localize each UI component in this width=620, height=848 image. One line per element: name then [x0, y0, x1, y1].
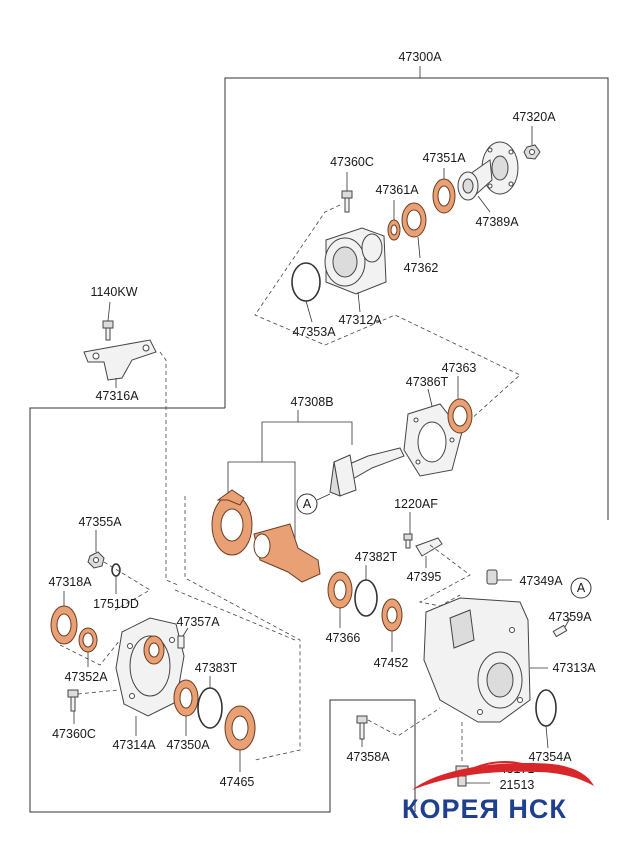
label-1751DD: 1751DD — [93, 597, 139, 611]
label-47358A: 47358A — [346, 750, 390, 764]
seal-dashed-line — [59, 639, 121, 666]
label-47355A: 47355A — [78, 515, 122, 529]
seal-47366 — [327, 571, 353, 628]
assembly-frame — [29, 66, 609, 813]
bolt-1220AF — [403, 512, 413, 549]
bolt-1140KW — [102, 301, 114, 341]
label-47357A: 47357A — [176, 615, 220, 629]
label-47352A: 47352A — [64, 670, 108, 684]
flange-47389A — [457, 141, 519, 213]
seal-47318A — [50, 591, 78, 645]
differential-case — [253, 523, 321, 583]
bearing-47362 — [401, 202, 427, 259]
bracket-47308B — [227, 410, 353, 540]
label-47312A: 47312A — [338, 313, 382, 327]
seal-47452 — [381, 598, 403, 652]
label-a-right: A — [577, 581, 586, 595]
watermark-text: КОРЕЯ НСК — [402, 794, 567, 824]
label-47465: 47465 — [220, 775, 255, 789]
bolt-dashed-line — [367, 707, 441, 737]
label-47361A: 47361A — [375, 183, 419, 197]
label-47382T: 47382T — [355, 550, 398, 564]
label-47314A: 47314A — [112, 738, 156, 752]
carrier-47312A — [324, 227, 387, 313]
label-47351A: 47351A — [422, 151, 466, 165]
pinion-gear — [329, 447, 405, 497]
label-47383T: 47383T — [195, 661, 238, 675]
label-47313A: 47313A — [552, 661, 596, 675]
bolt-47360C-top — [341, 172, 353, 213]
bearing-47352A — [78, 627, 98, 667]
label-47353A: 47353A — [292, 325, 336, 339]
ref-circle-a-top — [296, 493, 331, 515]
housing-47313A — [423, 597, 548, 723]
spacer-47361A — [387, 200, 401, 241]
pin-47359A — [552, 617, 571, 638]
label-47320A: 47320A — [512, 110, 556, 124]
o-ring-47382T — [354, 565, 378, 617]
label-47354A: 47354A — [528, 750, 572, 764]
breather-47395 — [415, 537, 443, 568]
plug-47349A — [486, 569, 512, 585]
label-47318A: 47318A — [48, 575, 92, 589]
label-47360C-bottom: 47360C — [52, 727, 96, 741]
oil-seal-47351A — [432, 168, 456, 214]
bolt-47360C-bottom — [67, 689, 79, 724]
diff-dashed-group — [184, 496, 301, 761]
diff-dashed-link — [174, 589, 296, 641]
label-47300A: 47300A — [398, 50, 442, 64]
o-ring-47383T — [197, 676, 223, 729]
seal-47465 — [224, 705, 256, 772]
label-47360C-top: 47360C — [330, 155, 374, 169]
label-a-top: A — [303, 497, 312, 511]
part-labels: 47300A 47320A 47360C 47351A 47361A 47389… — [48, 50, 596, 792]
upper-dashed-group — [254, 204, 521, 421]
bearing-47363 — [447, 376, 473, 434]
label-47395: 47395 — [407, 570, 442, 584]
gasket-47386T — [403, 388, 463, 477]
nut-47320A — [523, 126, 541, 160]
label-1140KW: 1140KW — [90, 285, 137, 299]
label-47359A: 47359A — [548, 610, 592, 624]
label-1220AF: 1220AF — [394, 497, 438, 511]
label-47363: 47363 — [442, 361, 477, 375]
label-47308B: 47308B — [290, 395, 333, 409]
cover-47314A — [115, 617, 185, 736]
label-47349A: 47349A — [519, 574, 563, 588]
ring-gear — [211, 489, 253, 556]
label-47389A: 47389A — [475, 215, 519, 229]
seal-47350A — [173, 679, 199, 736]
bolt-bottom-dashed-line — [77, 689, 119, 695]
bolt-47358A — [356, 715, 368, 747]
o-ring-47353A — [291, 262, 321, 323]
label-47386T: 47386T — [406, 375, 449, 389]
watermark-car-swoosh — [412, 763, 594, 790]
label-47452: 47452 — [374, 656, 409, 670]
label-21513: 21513 — [500, 778, 535, 792]
label-47350A: 47350A — [166, 738, 210, 752]
label-47362: 47362 — [404, 261, 439, 275]
pin-47357A — [177, 627, 189, 649]
watermark-logo: КОРЕЯ НСК — [402, 761, 594, 824]
cover-dashed-line — [103, 561, 151, 611]
bracket-dashed-line — [159, 351, 179, 586]
o-ring-47354A — [535, 689, 557, 749]
ring-1751DD — [111, 563, 121, 594]
housing-dashed-line — [418, 544, 471, 607]
label-47366: 47366 — [326, 631, 361, 645]
ref-circle-a-right — [570, 577, 592, 599]
bracket-47316A — [83, 339, 157, 388]
nut-47355A — [87, 530, 105, 569]
label-47316A: 47316A — [95, 389, 139, 403]
